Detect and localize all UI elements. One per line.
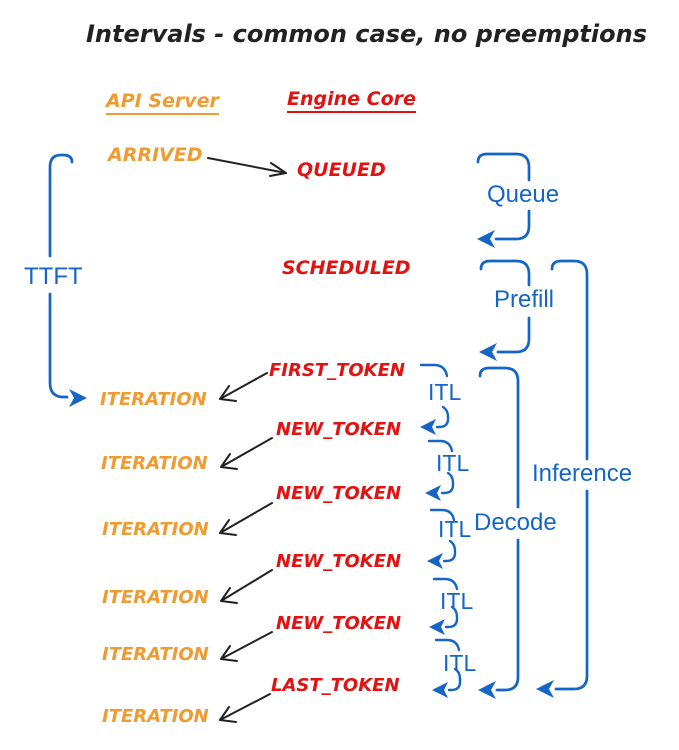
prefill-bracket-bottom	[496, 316, 531, 354]
arrow-new-token2-to-iteration	[219, 502, 273, 536]
itl-hook-stem-4	[444, 605, 459, 629]
arrow-first-token-to-iteration	[219, 372, 268, 402]
itl-hook-stem-2	[440, 471, 455, 495]
event-iteration-6: ITERATION	[102, 706, 209, 727]
event-new-token-3: NEW_TOKEN	[276, 551, 402, 572]
itl-hook-stem-3	[442, 539, 457, 563]
ttft-bracket-bottom	[48, 292, 69, 399]
itl-hook-stem-1	[435, 405, 450, 429]
interval-label-itl-1: ITL	[428, 379, 462, 405]
itl-hook-arrowhead-4	[429, 619, 445, 635]
itl-arc-1	[419, 363, 449, 378]
column-header-api-server: API Server	[106, 91, 219, 115]
interval-label-itl-5: ITL	[443, 650, 477, 676]
interval-label-ttft: TTFT	[24, 263, 83, 290]
event-new-token-4: NEW_TOKEN	[276, 613, 402, 634]
interval-label-inference: Inference	[532, 460, 633, 487]
event-iteration-2: ITERATION	[101, 453, 208, 474]
itl-hook-arrowhead-3	[427, 553, 443, 569]
interval-label-decode: Decode	[474, 509, 557, 536]
itl-hook-arrowhead-5	[432, 682, 448, 698]
decode-arrowhead	[478, 681, 496, 699]
itl-arc-5	[434, 638, 461, 652]
event-iteration-1: ITERATION	[100, 389, 207, 410]
itl-arc-4	[432, 577, 459, 591]
inference-arrowhead	[536, 680, 554, 698]
interval-label-prefill: Prefill	[494, 286, 555, 313]
column-header-engine-core: Engine Core	[287, 89, 416, 113]
arrow-new-token4-to-iteration	[220, 631, 273, 662]
event-iteration-5: ITERATION	[102, 644, 209, 665]
inference-bracket-top	[550, 259, 589, 461]
event-new-token-2: NEW_TOKEN	[276, 483, 402, 504]
arrow-new-token1-to-iteration	[220, 437, 273, 470]
queue-bracket-top	[476, 152, 531, 182]
interval-label-itl-2: ITL	[436, 450, 470, 476]
prefill-bracket-top	[479, 259, 531, 287]
ttft-arrowhead	[69, 389, 87, 407]
arrow-arrived-to-queued	[207, 157, 287, 177]
interval-label-queue: Queue	[487, 181, 560, 208]
itl-arc-2	[427, 439, 454, 453]
event-first-token: FIRST_TOKEN	[269, 360, 405, 381]
itl-arc-3	[429, 508, 456, 522]
event-new-token-1: NEW_TOKEN	[276, 419, 402, 440]
itl-hook-arrowhead-1	[420, 419, 436, 435]
event-scheduled: SCHEDULED	[282, 257, 411, 279]
interval-label-itl-4: ITL	[440, 588, 474, 614]
event-iteration-3: ITERATION	[102, 519, 209, 540]
event-arrived: ARRIVED	[108, 144, 203, 166]
decode-bracket-top	[478, 366, 520, 509]
itl-hook-stem-5	[447, 667, 462, 692]
prefill-arrowhead	[479, 343, 497, 361]
event-iteration-4: ITERATION	[102, 587, 209, 608]
arrow-new-token3-to-iteration	[220, 569, 273, 604]
queue-bracket-bottom	[494, 209, 531, 241]
event-last-token: LAST_TOKEN	[271, 675, 400, 696]
event-queued: QUEUED	[297, 159, 386, 181]
interval-label-itl-3: ITL	[438, 516, 472, 542]
diagram-title: Intervals - common case, no preemptions	[86, 20, 647, 48]
arrow-last-token-to-iteration	[219, 693, 271, 723]
queue-arrowhead	[477, 230, 495, 248]
inference-bracket-bottom	[554, 489, 589, 691]
decode-bracket-bottom	[495, 538, 520, 692]
ttft-bracket-top	[48, 153, 74, 258]
itl-hook-arrowhead-2	[425, 485, 441, 501]
